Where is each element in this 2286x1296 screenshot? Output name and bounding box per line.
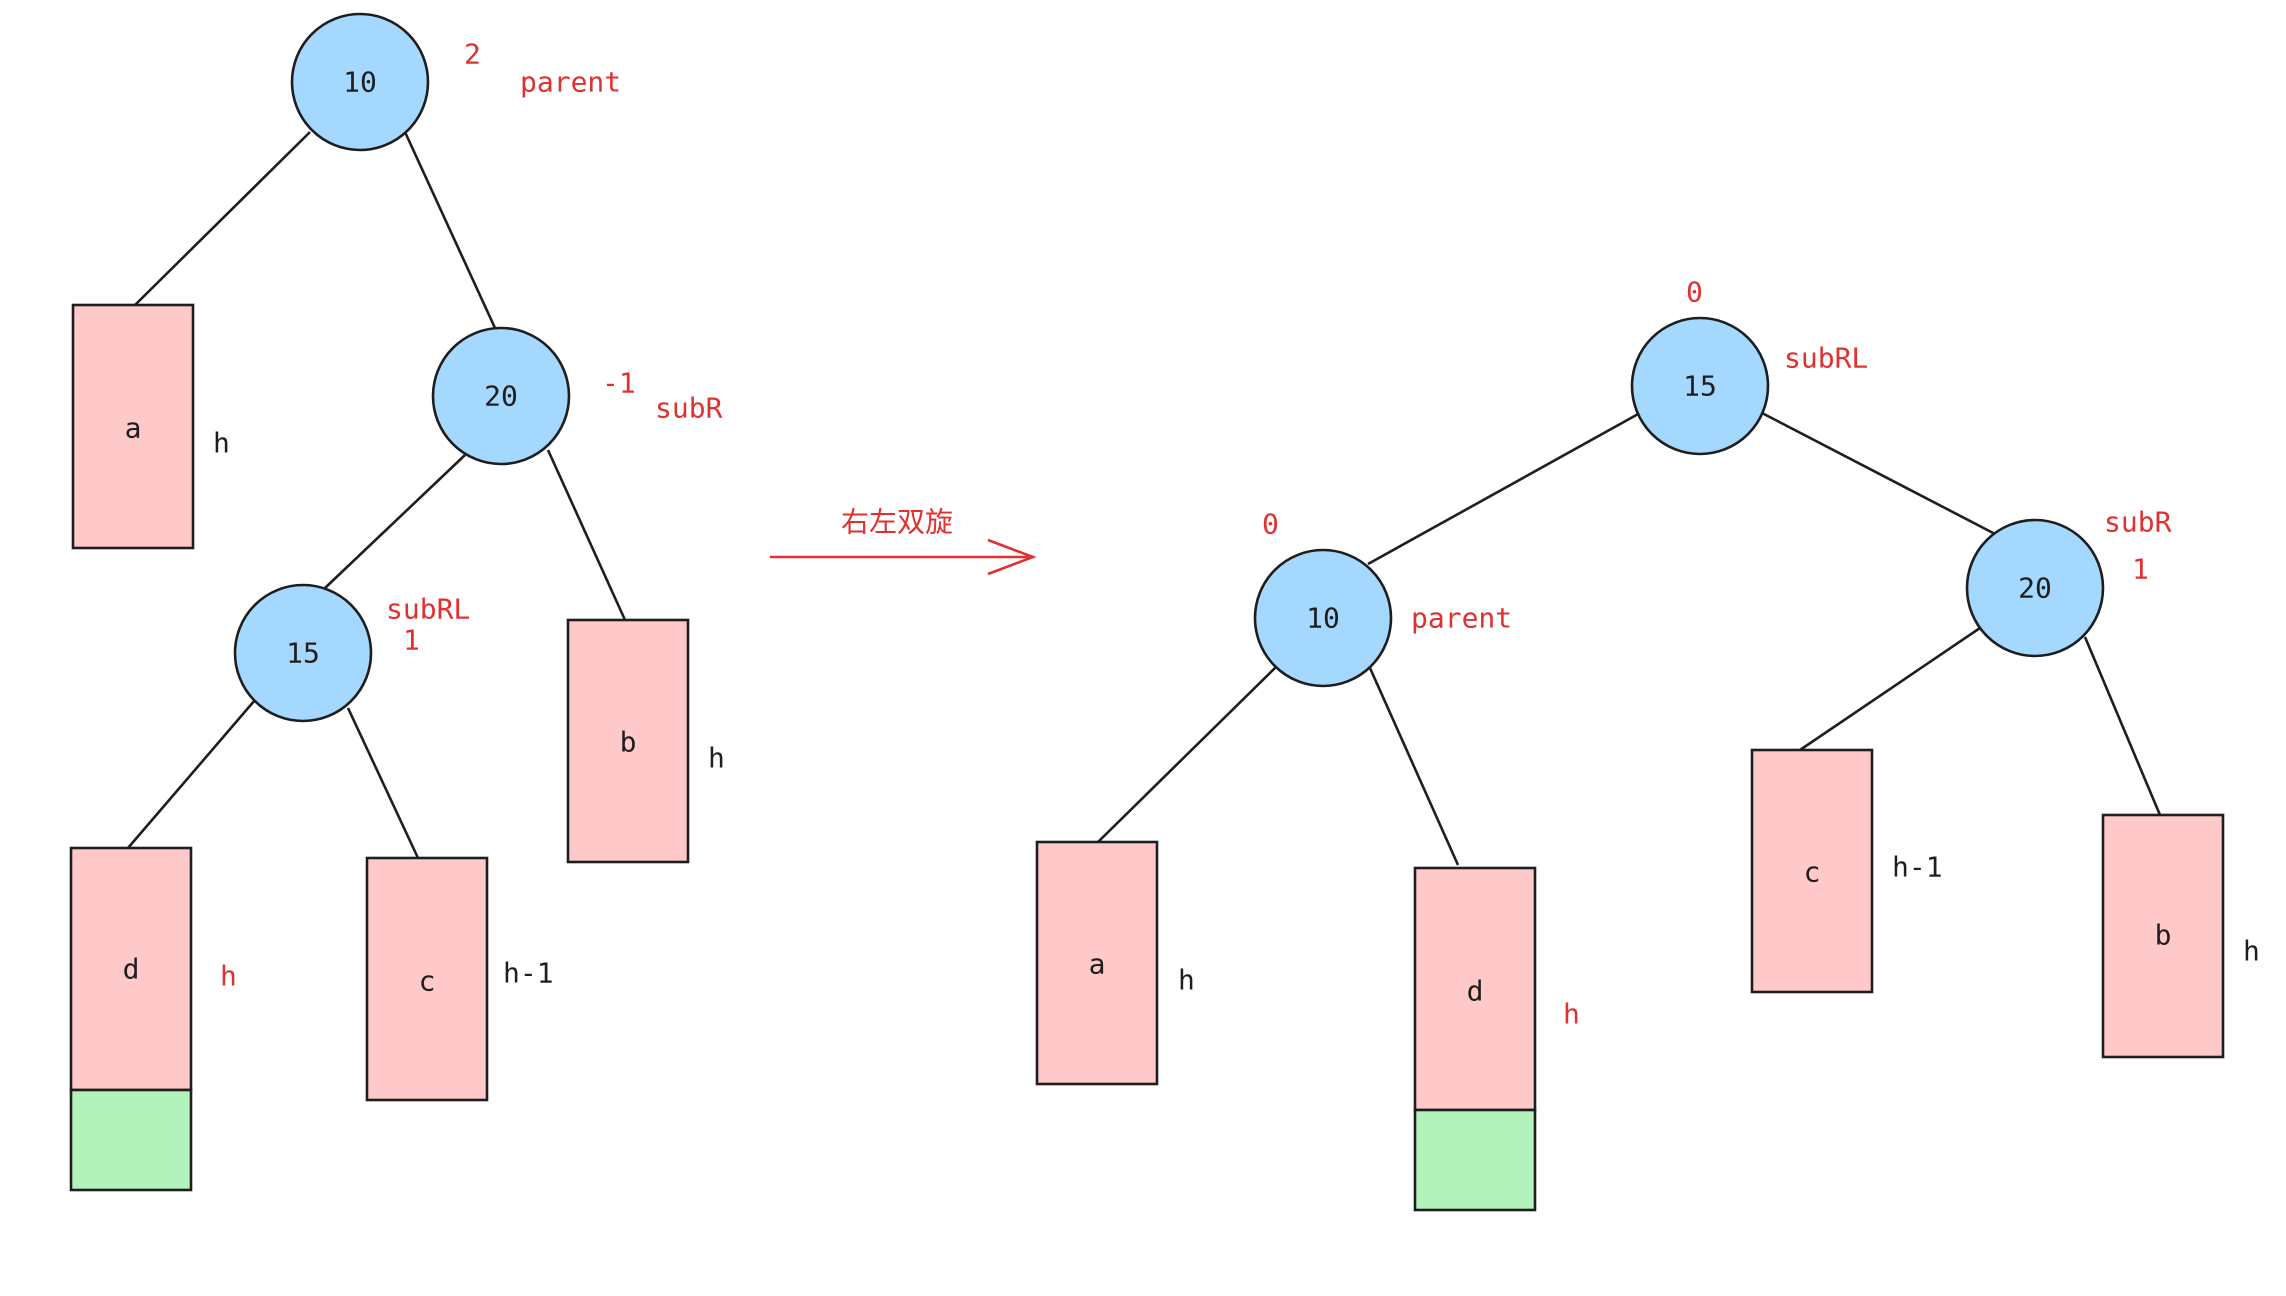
edge-20-b [2083,636,2162,816]
node-label: 10 [343,66,377,99]
subtree-label: a [125,412,142,445]
node-20-before [431,326,571,466]
arrow-head [987,538,1037,576]
balance-factor: 0 [1262,508,1279,541]
subtree-height: h-1 [503,957,554,990]
subtree-a-after [1035,840,1159,1086]
tree-before: 10 2 parent 20 -1 subR 15 subRL 1 a h b … [69,12,725,1192]
tree-after: 15 0 subRL 10 0 parent 20 subR 1 a h d h… [1035,276,2260,1212]
edge-10-a [134,131,311,306]
edge-15-10 [1367,411,1641,566]
balance-factor: 2 [464,38,481,71]
subtree-label: c [419,965,436,998]
subtree-height: h [1563,998,1580,1031]
subtree-height: h [1178,964,1195,997]
subtree-label: d [123,953,140,986]
subtree-c-before [365,856,489,1102]
subtree-height: h [220,960,237,993]
subtree-height: h-1 [1892,851,1943,884]
role-label: parent [1411,602,1512,635]
node-label: 15 [286,637,320,670]
node-label: 20 [2018,572,2052,605]
role-label: subR [655,392,723,425]
subtree-a-before [71,303,195,550]
edge-20-c [1799,626,1981,752]
edge-15-d [127,699,256,849]
role-label: parent [520,66,621,99]
balance-factor: -1 [602,367,636,400]
node-label: 10 [1306,602,1340,635]
edge-20-15 [324,454,466,589]
inserted-node-block [69,1088,193,1192]
edge-10-d [1368,667,1460,866]
node-15-before [233,583,373,723]
subtree-label: d [1467,975,1484,1008]
subtree-label: c [1804,856,1821,889]
node-10-before [290,12,430,152]
subtree-b-after [2101,813,2225,1059]
rotation-arrow: 右左双旋 [770,506,1037,576]
balance-factor: 1 [2132,553,2149,586]
subtree-height: h [2243,935,2260,968]
subtree-height: h [708,742,725,775]
role-label: subRL [386,593,470,626]
edge-15-20 [1761,411,1998,537]
edge-10-20 [403,131,497,329]
rotation-label: 右左双旋 [841,506,953,539]
subtree-label: b [2155,919,2172,952]
balance-factor: 1 [403,624,420,657]
edge-15-c [346,707,420,859]
node-20-after [1965,518,2105,658]
node-15-after [1630,316,1770,456]
inserted-node-block [1413,1108,1537,1212]
node-label: 15 [1683,370,1717,403]
role-label: subR [2104,506,2172,539]
edge-10-a [1097,665,1278,843]
subtree-c-after [1750,748,1874,994]
edge-20-b [546,449,627,621]
balance-factor: 0 [1686,276,1703,309]
subtree-height: h [213,427,230,460]
node-10-after [1253,548,1393,688]
subtree-label: b [620,726,637,759]
node-label: 20 [484,380,518,413]
subtree-b-before [566,618,690,864]
subtree-label: a [1089,948,1106,981]
role-label: subRL [1784,342,1868,375]
